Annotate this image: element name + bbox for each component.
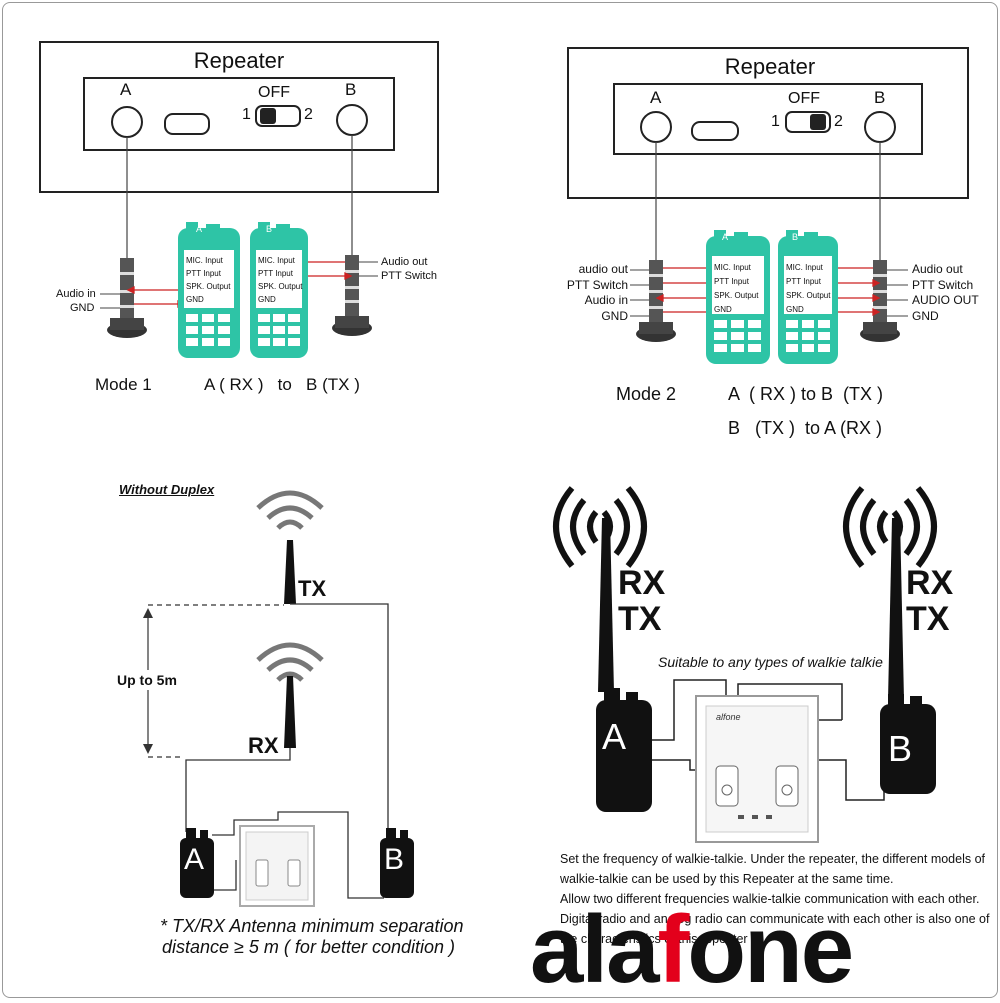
- radio-a-screen: MIC. Input PTT Input SPK. Output GND: [186, 256, 231, 304]
- right-rxtx-label: RX TX: [906, 564, 954, 638]
- radio-a-icon: [180, 828, 214, 898]
- radio-b-badge: B: [792, 232, 799, 242]
- radio-b-icon: [880, 694, 936, 794]
- mode2-desc-2: B (TX ) to A (RX ): [728, 418, 883, 438]
- radio-b-screen: MIC. Input PTT Input SPK. Output GND: [258, 256, 303, 304]
- left-antenna-icon: [553, 486, 647, 692]
- radio-a-icon: [596, 688, 652, 812]
- watermark-part-1: ala: [530, 896, 659, 1003]
- mode2-label: Mode 2: [616, 384, 677, 404]
- left-rxtx-label: RX TX: [618, 564, 666, 638]
- tx-label: TX: [298, 576, 327, 601]
- radio-b-label: B: [888, 728, 913, 769]
- repeater-title: Repeater: [193, 48, 285, 73]
- watermark-part-2: one: [687, 896, 854, 1003]
- alafone-watermark-logo: alafone: [530, 900, 854, 1000]
- switch-2-label: 2: [834, 113, 843, 130]
- radio-a-label: A: [184, 843, 205, 876]
- mode1-desc: A ( RX ) to B (TX ): [204, 375, 360, 394]
- usb-port-icon: [691, 121, 739, 141]
- radio-b-icon: [250, 222, 308, 358]
- description-text: Set the frequency of walkie-talkie. Unde…: [560, 852, 990, 946]
- radio-a-icon: [178, 222, 240, 358]
- switch-off-label: OFF: [788, 90, 820, 107]
- port-b-label: B: [874, 88, 886, 107]
- left-jack-label-audio-in: Audio in: [56, 288, 96, 300]
- left-jack-labels: audio out PTT Switch Audio in GND: [566, 262, 628, 323]
- repeater-device-icon: [239, 825, 315, 907]
- radio-a-label: A: [602, 716, 627, 757]
- without-duplex-heading: Without Duplex: [119, 482, 215, 497]
- radio-a-badge: A: [196, 224, 203, 234]
- port-a-label: A: [120, 80, 132, 99]
- right-antenna-icon: [843, 486, 937, 700]
- right-jack-label-ptt: PTT Switch: [381, 270, 438, 282]
- audio-jack-left-icon: [107, 258, 147, 338]
- switch-1-label: 1: [242, 106, 251, 123]
- suitable-caption: Suitable to any types of walkie talkie: [658, 654, 883, 670]
- right-jack-labels: Audio out PTT Switch AUDIO OUT GND: [912, 262, 979, 323]
- switch-off-label: OFF: [258, 84, 290, 101]
- note-line-1: * TX/RX Antenna minimum separation: [160, 916, 464, 936]
- radio-b-icon: [778, 230, 838, 364]
- watermark-accent: f: [657, 896, 689, 1003]
- note-line-2: distance ≥ 5 m ( for better condition ): [162, 937, 456, 957]
- rx-antenna-icon: [256, 642, 324, 748]
- device-brand: alfone: [716, 712, 741, 722]
- repeater-title: Repeater: [724, 54, 816, 79]
- port-b-label: B: [345, 80, 357, 99]
- port-a-label: A: [650, 88, 662, 107]
- right-jack-label-audio-out: Audio out: [381, 256, 428, 268]
- audio-jack-left-icon: [636, 260, 676, 342]
- audio-jack-right-icon: [860, 260, 900, 342]
- audio-jack-right-icon: [332, 255, 372, 336]
- tx-antenna-icon: [256, 490, 324, 604]
- mode2-desc-1: A ( RX ) to B (TX ): [728, 384, 884, 404]
- radio-a-screen: MIC. Input PTT Input SPK. Output GND: [714, 263, 759, 314]
- switch-2-label: 2: [304, 106, 313, 123]
- distance-label: Up to 5m: [117, 670, 177, 690]
- radio-b-badge: B: [266, 224, 273, 234]
- switch-1-label: 1: [771, 113, 780, 130]
- radio-b-screen: MIC. Input PTT Input SPK. Output GND: [786, 263, 831, 314]
- radio-b-icon: [380, 828, 414, 898]
- usb-port-icon: [164, 113, 210, 135]
- radio-b-label: B: [384, 843, 405, 876]
- repeater-device-icon: [695, 695, 819, 843]
- radio-a-badge: A: [722, 232, 729, 242]
- radio-a-icon: [706, 230, 770, 364]
- mode1-label: Mode 1: [95, 375, 152, 394]
- rx-label: RX: [248, 733, 279, 758]
- left-jack-label-gnd: GND: [70, 302, 95, 314]
